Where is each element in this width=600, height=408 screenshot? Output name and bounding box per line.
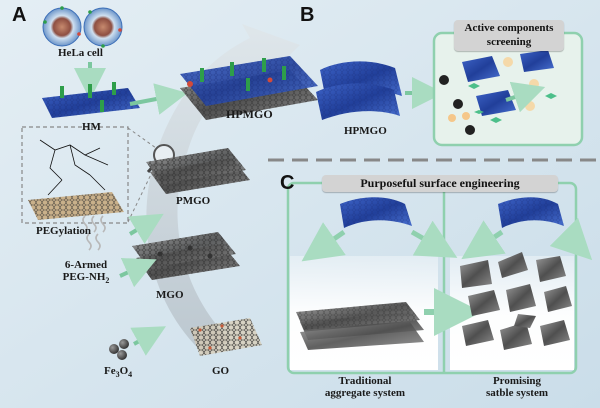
arrow-prom-right (549, 217, 593, 261)
panel-letter-b: B (300, 4, 315, 26)
label-promising-line2: satble system (485, 386, 549, 399)
label-traditional: Traditional aggregate system (310, 375, 420, 399)
screening-line2: screening (486, 36, 532, 48)
hpmgo-b-icon (316, 61, 402, 120)
aggregate-stack-icon (296, 302, 424, 350)
pmgo-sheet-icon (146, 148, 250, 194)
arrow-inside-screening (505, 81, 546, 113)
go-lattice-icon (190, 318, 262, 356)
label-pmgo: PMGO (176, 195, 211, 207)
screening-header: Active components screening (454, 20, 564, 51)
label-traditional-line2: aggregate system (324, 386, 406, 399)
fe3o4-particles-icon (109, 339, 129, 360)
label-peg-line2-sub: 2 (105, 275, 110, 285)
label-promising-line1: Promising (492, 375, 542, 387)
label-pegylation: PEGylation (36, 225, 92, 237)
gear-icon (465, 125, 475, 135)
arrow-peg-to-pmgo (128, 213, 164, 244)
label-fe-sub1: 3 (115, 370, 120, 380)
arrow-trad-right (410, 220, 458, 258)
label-hm: HM (82, 121, 101, 133)
hm-membrane-icon (42, 82, 140, 118)
promising-membrane-icon (498, 197, 564, 228)
label-traditional-line1: Traditional (338, 375, 392, 387)
peg-graphene-sheet (28, 192, 124, 220)
panel-letter-c: C (280, 172, 295, 194)
label-hpmgo-a: HPMGO (226, 107, 273, 121)
label-fe3o4: Fe3O4 (104, 365, 133, 380)
gear-icon (453, 99, 463, 109)
label-fe-prefix: Fe (104, 365, 116, 377)
label-mgo: MGO (156, 289, 184, 301)
label-6-armed-peg: 6-Armed PEG-NH2 (46, 259, 126, 286)
panel-letter-a: A (12, 4, 27, 26)
arrow-mgo (119, 258, 157, 288)
label-promising: Promising satble system (462, 375, 572, 399)
hela-cell-icon (42, 6, 123, 48)
surface-engineering-header: Purposeful surface engineering (322, 175, 558, 192)
traditional-membrane-icon (340, 197, 412, 228)
screening-line1: Active components (464, 22, 554, 34)
screening-contents (439, 50, 557, 135)
pegylation-box (21, 126, 129, 224)
peg-squiggle-icon (82, 215, 106, 251)
label-go: GO (212, 365, 230, 377)
label-peg-line1: 6-Armed (64, 259, 108, 271)
label-hpmgo-b: HPMGO (344, 125, 387, 137)
label-peg-line2: PEG-NH2 (46, 270, 126, 286)
arrow-fe-to-go (130, 326, 166, 356)
gear-icon (439, 75, 449, 85)
mgo-sheet-icon (132, 232, 240, 280)
label-fe-mid: O (119, 365, 129, 377)
label-fe-sub2: 4 (128, 370, 133, 380)
arrow-trad-left (301, 222, 346, 262)
arrow-hm-to-hpmgo (129, 83, 188, 115)
arrow-prom-left (461, 220, 506, 260)
hpmgo-stack-icon (180, 56, 318, 120)
zoom-line-2 (127, 163, 157, 223)
dispersed-sheets-icon (460, 252, 572, 350)
label-peg-line2-prefix: PEG-NH (62, 270, 106, 283)
peg-molecule-icon (39, 139, 109, 196)
label-hela-cell: HeLa cell (58, 47, 103, 59)
